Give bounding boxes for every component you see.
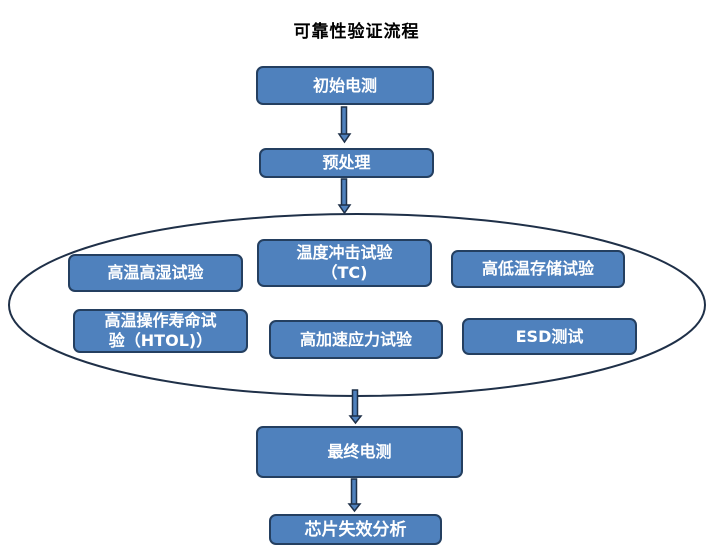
test-label: 高加速应力试验 <box>299 329 412 349</box>
test-temp-storage: 高低温存储试验 <box>451 250 625 288</box>
arrow-initial-to-pretreatment <box>337 106 352 144</box>
step-label: 芯片失效分析 <box>304 519 407 540</box>
step-label: 初始电测 <box>312 75 377 95</box>
step-initial-electrical-test: 初始电测 <box>256 66 434 105</box>
test-htol: 高温操作寿命试 验（HTOL)） <box>73 309 248 353</box>
test-hast: 高加速应力试验 <box>269 320 443 359</box>
test-high-temp-humidity: 高温高湿试验 <box>68 254 243 292</box>
arrow-final-to-analysis <box>347 478 362 513</box>
arrow-tests-to-final <box>348 389 363 425</box>
test-label-line2: （TC) <box>321 263 368 282</box>
test-thermal-cycling: 温度冲击试验 （TC) <box>257 239 432 287</box>
test-label-line1: 温度冲击试验 <box>296 243 393 262</box>
step-pretreatment: 预处理 <box>259 148 434 178</box>
test-label: 高低温存储试验 <box>481 259 594 278</box>
test-label-line2: 验（HTOL)） <box>108 331 213 350</box>
test-esd: ESD测试 <box>462 318 637 355</box>
diagram-title: 可靠性验证流程 <box>293 22 420 42</box>
step-label: 预处理 <box>322 153 371 172</box>
step-label: 最终电测 <box>327 442 392 461</box>
step-final-electrical-test: 最终电测 <box>256 426 463 478</box>
step-chip-failure-analysis: 芯片失效分析 <box>269 514 442 545</box>
arrow-pretreatment-to-tests <box>337 178 352 215</box>
test-label: ESD测试 <box>515 326 584 346</box>
test-label-line1: 高温操作寿命试 <box>104 311 217 330</box>
test-label: 高温高湿试验 <box>107 263 204 282</box>
